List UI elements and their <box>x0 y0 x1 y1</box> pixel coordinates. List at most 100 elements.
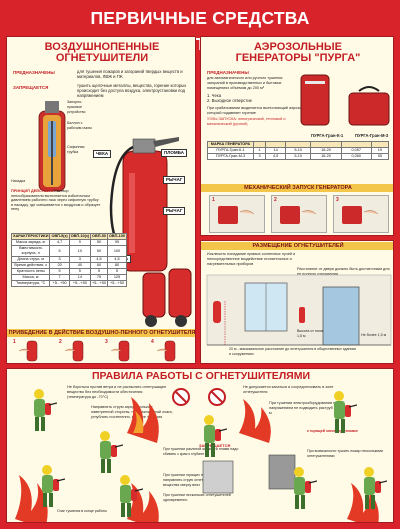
rule-4: При тушении электрооборудования под напр… <box>269 401 348 415</box>
foam-prohibited-text: тушить щелочные металлы, вещества, горен… <box>77 83 187 98</box>
table-cell: Температура, °C <box>10 280 51 287</box>
action-step: 2 <box>59 339 101 363</box>
aero-mech-band: МЕХАНИЧЕСКИЙ ЗАПУСК ГЕНЕРАТОРА <box>201 184 393 192</box>
foam-principle-label: ПРИНЦИП ДЕЙСТВИЯ. <box>11 189 54 193</box>
fireman-figure <box>34 389 57 431</box>
part-check: ЧЕКА <box>93 150 112 158</box>
prohibition-sign-icon <box>208 388 226 406</box>
generator-launch-icon <box>342 206 379 224</box>
table-cell: Вместимость корпуса, л <box>10 245 51 257</box>
rule-8: Очаг тушения в конце работы <box>57 509 108 513</box>
table-cell: +5...+50 <box>90 280 108 287</box>
aero-purpose-label: ПРЕДНАЗНАЧЕНЫ <box>207 70 249 75</box>
step-number: 1 <box>13 339 16 345</box>
table-row: Температура, °C+5...+50+5...+50+5...+50+… <box>10 280 128 287</box>
placement-panel: РАЗМЕЩЕНИЕ ОГНЕТУШИТЕЛЕЙ Исключить попад… <box>200 240 394 364</box>
placement-room-illustration <box>206 274 392 346</box>
placement-distance-1: 20 м - максимальное расстояние до огнету… <box>229 347 357 356</box>
aero-launch-note: При срабатывании выделяется вытесняющий … <box>207 106 307 115</box>
table-cell: 55 <box>370 153 390 160</box>
step-number: 2 <box>274 197 277 203</box>
foam-purpose-label: ПРЕДНАЗНАЧЕНЫ <box>13 70 55 75</box>
aero-legend-1: 1. Чека <box>207 93 222 98</box>
rule-6: При тушении горящих поверхностей направл… <box>163 473 224 487</box>
rule-7: При тушении нескольких огнетушителей одн… <box>163 493 231 502</box>
mech-step: 2 <box>271 195 327 233</box>
table-cell: 5 <box>49 245 70 257</box>
placement-distance-2: Не более 1,5 м <box>361 333 387 337</box>
aero-legend-2: 2. Выходное отверстие <box>207 98 252 103</box>
foam-table-header-cell: ОВП-50 <box>90 233 108 240</box>
table-cell: 0,060 <box>340 153 372 160</box>
part-cylinder: Баллон с рабочим газом <box>67 121 92 130</box>
action-step: 1 <box>13 339 55 363</box>
part-device: Запорно-пусковое устройство <box>67 100 86 114</box>
aero-heading-2: ГЕНЕРАТОРЫ "ПУРГА" <box>235 52 361 64</box>
fireman-figure <box>364 467 387 509</box>
foam-table-header-cell: ОВП-100 <box>106 233 128 240</box>
fireman-figure <box>334 391 357 433</box>
rule-10: к горящей электроустановке <box>307 429 358 433</box>
placement-band: РАЗМЕЩЕНИЕ ОГНЕТУШИТЕЛЕЙ <box>201 242 393 250</box>
part-lever: РЫЧАГ <box>163 176 186 184</box>
poster-title: ПЕРВИЧНЫЕ СРЕДСТВА ПОЖАРОТУШЕНИЯ <box>90 8 310 54</box>
table-cell: Кратность пены <box>10 268 51 275</box>
table-cell: 100 <box>106 245 128 257</box>
foam-prohibited-label: ЗАПРЕЩАЕТСЯ <box>13 85 49 90</box>
wheeled-extinguishers-illustration <box>142 268 192 327</box>
part-lever-2: РЫЧАГ <box>163 207 186 215</box>
foam-table-header-cell: ОВП-10(з) <box>68 233 92 240</box>
table-cell: 5-10 <box>285 153 312 160</box>
foam-heading-1: ВОЗДУШНОПЕННЫЕ <box>44 41 160 53</box>
rule-3: Не допускается касаться и сосредоточиват… <box>243 385 334 394</box>
aero-launch-types: УЗЛЫ ЗАПУСКА: электрический, тепловой и … <box>207 117 286 126</box>
step-number: 3 <box>105 339 108 345</box>
table-cell: Время действия, с <box>10 262 51 269</box>
rules-panel: ПРАВИЛА РАБОТЫ С ОГНЕТУШИТЕЛЯМИ Не борот… <box>6 368 394 523</box>
step-number: 1 <box>212 197 215 203</box>
aerosol-generators-panel: АЭРОЗОЛЬНЫЕ ГЕНЕРАТОРЫ "ПУРГА" ПРЕДНАЗНА… <box>200 36 394 236</box>
part-siphon: Сифонная трубка <box>67 145 85 154</box>
rules-heading: ПРАВИЛА РАБОТЫ С ОГНЕТУШИТЕЛЯМИ <box>91 370 311 382</box>
foam-heading-2: ОГНЕТУШИТЕЛИ <box>55 52 149 64</box>
aero-heading-1: АЭРОЗОЛЬНЫЕ <box>254 41 342 53</box>
table-cell: ПУРГА-Гран-М-3 <box>207 153 254 160</box>
action-step: 4 <box>151 339 193 363</box>
part-nozzle-small: Насадка <box>11 179 26 183</box>
table-cell: +5...+50 <box>106 280 128 287</box>
placement-text-2: Расстояние от двери должно быть достаточ… <box>297 267 390 276</box>
hand-extinguisher-icon <box>18 340 38 362</box>
table-cell: +5...+50 <box>49 280 70 287</box>
aero-model-1-label: ПУРГА-Гран-К-1 <box>311 133 344 138</box>
table-cell: 4,5 <box>265 153 287 160</box>
generator-launch-icon <box>280 206 317 224</box>
aero-purpose-text: для автоматического или ручного тушения … <box>207 76 283 90</box>
aero-model-2-label: ПУРГА-Гран-М-3 <box>355 133 389 138</box>
hand-extinguisher-icon <box>64 340 84 362</box>
table-cell: Масса заряда, кг <box>10 239 51 246</box>
rule-2: Направлять струю заряда только с наветре… <box>91 405 173 419</box>
fireman-figure <box>294 467 317 509</box>
placement-height: Высота от пола 1,5 м <box>297 329 323 338</box>
foam-table-header-cell: ОВП-5(з) <box>49 233 70 240</box>
table-cell: 50 <box>90 245 108 257</box>
mech-step: 1 <box>209 195 265 233</box>
foam-cutaway-diagram <box>38 101 66 192</box>
prohibition-sign-icon <box>172 388 190 406</box>
table-cell: +5...+50 <box>68 280 92 287</box>
foam-purpose-text: для тушения пожаров и загораний твердых … <box>77 69 183 79</box>
aero-table-header: МАРКА ГЕНЕРАТОРА <box>207 141 254 148</box>
rule-5: При тушении разлитой жидкости пламя надо… <box>163 447 239 456</box>
foam-action-band: ПРИВЕДЕНИЕ В ДЕЙСТВИЕ ВОЗДУШНО-ПЕННОГО О… <box>7 329 196 337</box>
foam-extinguishers-panel: ВОЗДУШНОПЕННЫЕ ОГНЕТУШИТЕЛИ ПРЕДНАЗНАЧЕН… <box>6 36 196 364</box>
foam-table-header-cell: ХАРАКТЕРИСТИКИ <box>10 233 51 240</box>
generator-launch-icon <box>218 206 255 224</box>
placement-text-1: Исключить попадание прямых солнечных луч… <box>207 252 296 266</box>
